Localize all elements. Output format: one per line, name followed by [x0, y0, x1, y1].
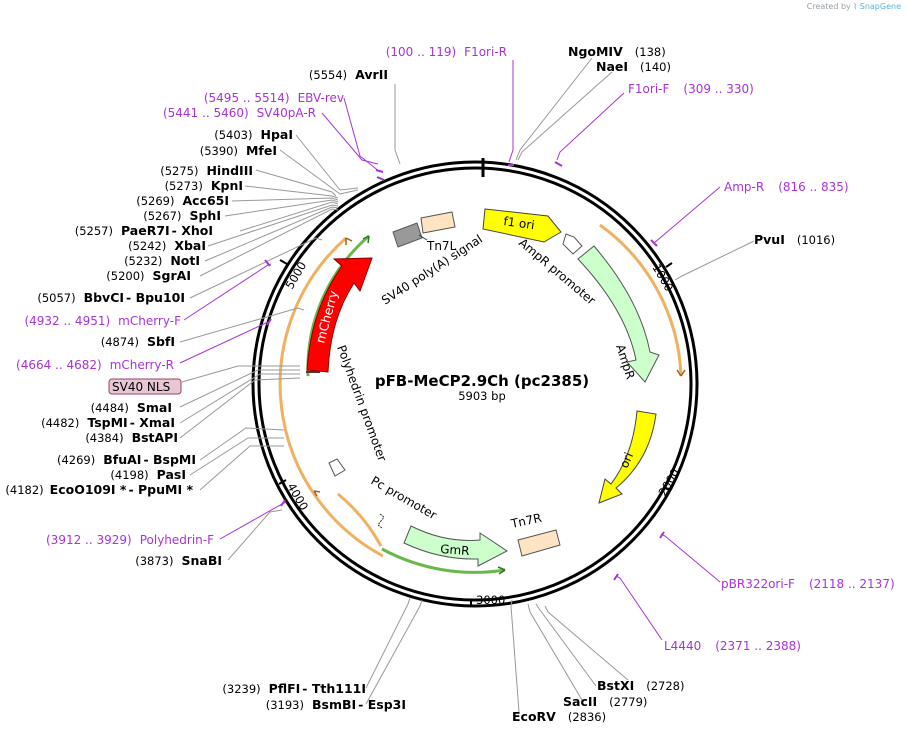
primer-f1ori-r: (100 .. 119)F1ori-R [386, 45, 507, 59]
tick-1000: 1000 [649, 262, 676, 294]
enzyme-bbvci-bpu10i: (5057)BbvCI- Bpu10I [37, 290, 185, 305]
primer-sv40pa-r: (5441 .. 5460)SV40pA-R [163, 106, 316, 120]
primer-polyhedrin-f: (3912 .. 3929)Polyhedrin-F [46, 533, 214, 547]
enzyme-smai: (4484)SmaI [91, 400, 172, 415]
enzyme-avrii: (5554)AvrII [309, 67, 388, 82]
label-ori: ori [617, 450, 636, 470]
feature-ori [598, 410, 657, 504]
backbone [251, 158, 699, 608]
label-tn7l: Tn7L [426, 239, 457, 253]
enzyme-sacii: SacII(2779) [563, 694, 647, 709]
tick-label-1000: 1000 [649, 262, 676, 294]
transcript-arcs [278, 223, 686, 575]
enzyme-sbfi: (4874)SbfI [101, 334, 175, 349]
enzyme-ngomiv: NgoMIV(138) [568, 44, 666, 59]
enzyme-pvui: PvuI(1016) [754, 232, 835, 247]
primer-pbr322ori-f: pBR322ori-F(2118 .. 2137) [721, 577, 895, 591]
enzyme-ecoo109i-ppumi: (4182)EcoO109I *- PpuMI * [5, 482, 193, 497]
enzyme-labels-bottom: (3239)PflFI- Tth111I (3193)BsmBI- Esp3I [222, 681, 406, 712]
primer-mcherry-r: (4664 .. 4682)mCherry-R [16, 358, 174, 372]
enzyme-sphi: (5267)SphI [143, 208, 221, 223]
label-f1-ori: f1 ori [503, 214, 536, 232]
feature-mcherry [306, 257, 373, 373]
enzyme-hindiii: (5275)HindIII [160, 163, 253, 178]
gmr-transcript-arc [381, 547, 506, 574]
enzyme-bfuai-bspmi: (4269)BfuAI- BspMI [57, 452, 196, 467]
tick-label-3000: 3000 [476, 593, 505, 607]
feature-f1-ori [482, 208, 562, 243]
gmr-transcript-arrowhead [497, 566, 506, 575]
enzyme-hpai: (5403)HpaI [214, 127, 293, 142]
feature-gmr [403, 525, 508, 567]
enzyme-labels-right: NgoMIV(138) NaeI(140) PvuI(1016) BstXI(2… [512, 44, 835, 724]
left-transcript-arrowhead-inner [362, 235, 370, 244]
primer-l4440: L4440(2371 .. 2388) [664, 639, 801, 653]
bottom-left-transcript-arc [337, 492, 383, 547]
tick-2000: 2000 [655, 466, 682, 498]
enzyme-naei: NaeI(140) [596, 59, 671, 74]
left-transcript-arrowhead-top [345, 237, 353, 245]
enzyme-ecorv: EcoRV(2836) [512, 709, 606, 724]
primer-mcherry-f: (4932 .. 4951)mCherry-F [24, 314, 181, 328]
credit-brand: SnapGene [859, 2, 901, 11]
label-sv40-nls: SV40 NLS [112, 380, 170, 394]
enzyme-tspmi-xmai: (4482)TspMI- XmaI [41, 415, 175, 430]
plasmid-name: pFB-MeCP2.9Ch (pc2385) [375, 372, 589, 390]
feature-ampr [577, 245, 660, 383]
feature-sv40-nls: SV40 NLS [108, 378, 182, 395]
primer-f1ori-f: F1ori-F(309 .. 330) [628, 82, 754, 96]
feature-pc-promoter [377, 513, 385, 529]
enzyme-kpni: (5273)KpnI [165, 178, 243, 193]
snapgene-logo: ⌇ SnapGene [853, 2, 901, 11]
feature-sv40-polya [392, 222, 423, 248]
tick-label-2000: 2000 [655, 466, 682, 498]
enzyme-noti: (5232)NotI [124, 253, 200, 268]
label-ampr-promoter: AmpR promoter [516, 236, 598, 308]
credit-prefix: Created by [806, 2, 851, 11]
enzyme-bsmbi-esp3i: (3193)BsmBI- Esp3I [266, 697, 406, 712]
enzyme-mfei: (5390)MfeI [200, 143, 277, 158]
enzyme-sgrai: (5200)SgrAI [106, 268, 191, 283]
enzyme-xbai: (5242)XbaI [128, 238, 206, 253]
primer-amp-r: Amp-R(816 .. 835) [724, 180, 849, 194]
enzyme-pflfi-tth111i: (3239)PflFI- Tth111I [222, 681, 366, 696]
feature-tn7l [420, 211, 456, 234]
enzyme-labels-left: (5554)AvrII (5403)HpaI (5390)MfeI (5275)… [5, 67, 388, 568]
ampr-transcript-arrowhead [676, 369, 686, 377]
bottom-left-arrowhead [313, 490, 321, 497]
feature-ampr-promoter [562, 233, 583, 255]
enzyme-paer7i-xhoi: (5257)PaeR7I- XhoI [75, 223, 213, 238]
label-pc-promoter: Pc promoter [369, 473, 440, 522]
label-tn7r: Tn7R [509, 511, 543, 531]
snapgene-credit: Created by ⌇ SnapGene [807, 2, 901, 11]
primer-labels: (100 .. 119)F1ori-R F1ori-F(309 .. 330) … [16, 45, 895, 653]
primer-lines [179, 60, 721, 641]
ampr-transcript-arc [599, 223, 683, 377]
enzyme-snabi: (3873)SnaBI [135, 553, 222, 568]
plasmid-size: 5903 bp [458, 389, 506, 403]
enzyme-acc65i: (5269)Acc65I [136, 193, 229, 208]
enzyme-bstapi: (4384)BstAPI [85, 430, 178, 445]
left-transcript-arc-outer [278, 236, 384, 558]
feature-polyhedrin-promoter [328, 458, 346, 477]
feature-tn7r [517, 529, 561, 557]
primer-ebv-rev: (5495 .. 5514)EBV-rev [204, 91, 344, 105]
leader-lines [179, 57, 755, 713]
label-gmr: GmR [440, 542, 470, 558]
label-polyhedrin-promoter: Polyhedrin promoter [334, 343, 389, 463]
tick-3000: 3000 [470, 593, 505, 607]
enzyme-pasi: (4198)PasI [110, 467, 186, 482]
enzyme-bstxi: BstXI(2728) [597, 678, 684, 693]
